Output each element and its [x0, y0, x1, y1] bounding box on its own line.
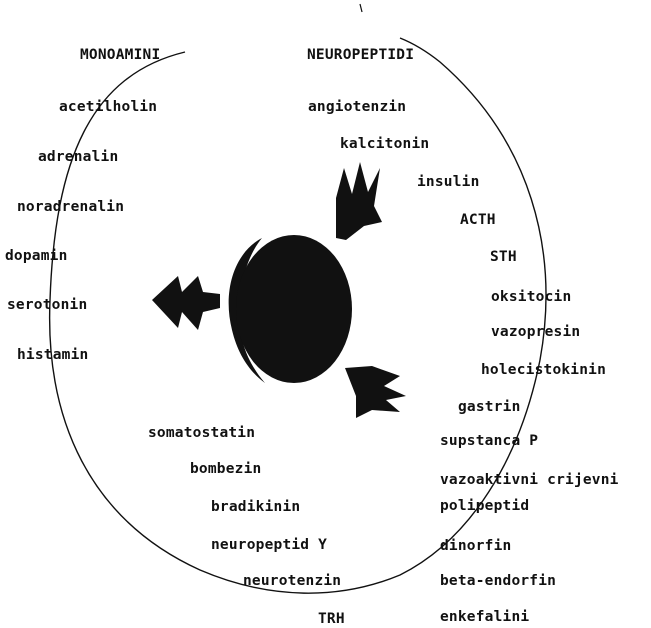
monoamine-item: dopamin	[5, 249, 68, 264]
neuropeptide-item: vazopresin	[491, 325, 580, 340]
neuropeptide-item: insulin	[417, 175, 480, 190]
neuropeptide-item: ACTH	[460, 213, 496, 228]
neuropeptide-item: vazoaktivni crijevni	[440, 473, 619, 488]
neuropeptide-item: polipeptid	[440, 499, 529, 514]
monoamine-item: histamin	[17, 348, 88, 363]
neuropeptide-item: beta-endorfin	[440, 574, 556, 589]
monoamine-item: noradrenalin	[17, 200, 124, 215]
left-signal-arrow-icon	[152, 276, 220, 330]
upper-signal-arrow-icon	[336, 162, 382, 240]
neuropeptide-item: holecistokinin	[481, 363, 606, 378]
lower-group-item: neurotenzin	[243, 574, 341, 589]
top-tick-line	[360, 4, 362, 12]
neuropeptide-item: kalcitonin	[340, 137, 429, 152]
lower-group-item: neuropeptid Y	[211, 538, 327, 553]
heading-monoamines: MONOAMINI	[80, 48, 160, 63]
central-cell-icon	[229, 235, 352, 383]
neuropeptide-item: dinorfin	[440, 539, 511, 554]
neuropeptide-item: oksitocin	[491, 290, 571, 305]
lower-group-item: bombezin	[190, 462, 261, 477]
neuropeptide-item: gastrin	[458, 400, 521, 415]
lower-group-item: TRH	[318, 612, 345, 627]
monoamine-item: acetilholin	[59, 100, 157, 115]
neuropeptide-item: supstanca P	[440, 434, 538, 449]
heading-neuropeptides: NEUROPEPTIDI	[307, 48, 414, 63]
monoamine-item: adrenalin	[38, 150, 118, 165]
neuropeptide-item: STH	[490, 250, 517, 265]
lower-signal-arrow-icon	[345, 366, 406, 418]
cell-nucleus	[236, 235, 352, 383]
monoamine-item: serotonin	[7, 298, 87, 313]
neuropeptide-item: enkefalini	[440, 610, 529, 625]
neuropeptide-item: angiotenzin	[308, 100, 406, 115]
lower-group-item: somatostatin	[148, 426, 255, 441]
lower-group-item: bradikinin	[211, 500, 300, 515]
